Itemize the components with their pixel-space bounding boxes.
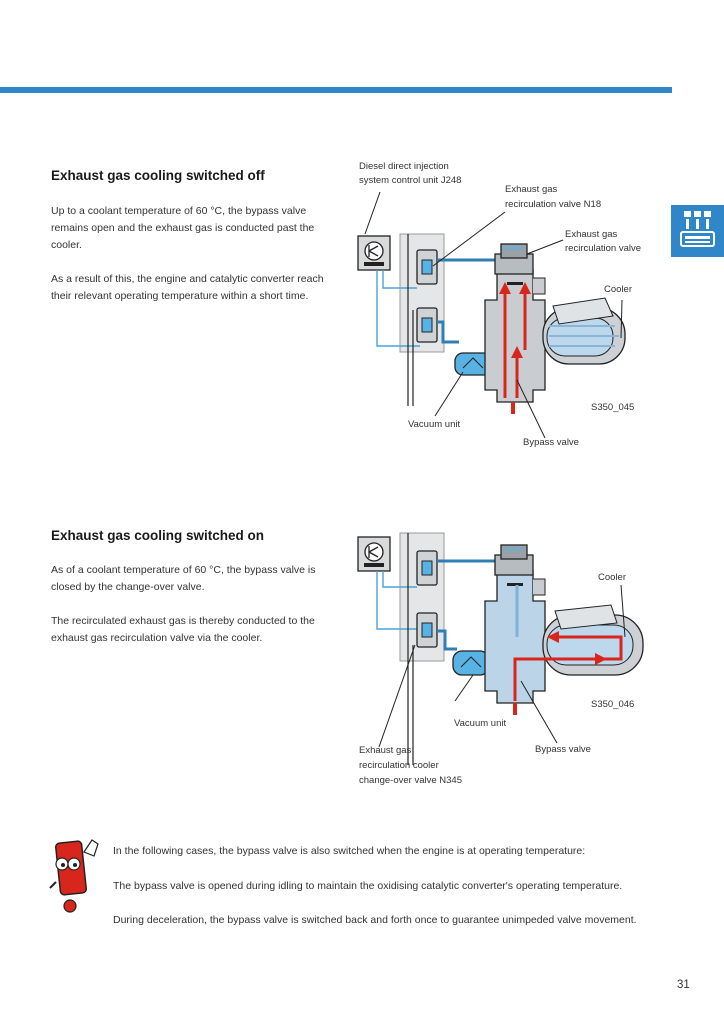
paragraph: Up to a coolant temperature of 60 °C, th… — [51, 205, 315, 251]
note-exclamation-icon — [49, 839, 99, 913]
label-cooler: Cooler — [598, 572, 626, 583]
label-bypass-valve: Bypass valve — [523, 437, 579, 448]
label-vacuum-unit: Vacuum unit — [454, 718, 507, 729]
egr-housing — [484, 544, 546, 704]
figure-code: S350_046 — [591, 699, 635, 710]
egr-housing — [484, 243, 546, 403]
egr-diagram-cooling-on — [357, 532, 644, 765]
label-changeover-valve-line1: Exhaust gas — [359, 745, 412, 756]
chapter-tab — [671, 205, 724, 257]
section-heading-cooling-on: Exhaust gas cooling switched on — [51, 528, 265, 543]
label-changeover-valve-line3: change-over valve N345 — [359, 775, 462, 786]
label-egr-valve-n18-line2: recirculation valve N18 — [505, 199, 602, 210]
control-unit-j248 — [357, 235, 391, 271]
note-item: The bypass valve is opened during idling… — [113, 880, 623, 892]
header-rule — [0, 87, 672, 93]
changeover-valve-n345 — [416, 307, 438, 343]
paragraph: As a result of this, the engine and cata… — [51, 273, 324, 302]
exhaust-flow-arrows — [513, 585, 623, 715]
engine-icon — [680, 211, 715, 247]
paragraph: As of a coolant temperature of 60 °C, th… — [51, 564, 316, 593]
label-cooler: Cooler — [604, 284, 632, 295]
paragraph: The recirculated exhaust gas is thereby … — [51, 615, 315, 644]
section-heading-cooling-off: Exhaust gas cooling switched off — [51, 168, 265, 183]
egr-diagram-cooling-off — [357, 191, 626, 439]
label-changeover-valve-line2: recirculation cooler — [359, 760, 439, 771]
control-unit-j248 — [357, 536, 391, 572]
egr-valve-n18 — [416, 550, 438, 586]
exhaust-flow-arrows — [499, 282, 531, 414]
label-control-unit-line1: Diesel direct injection — [359, 161, 449, 172]
label-control-unit-line2: system control unit J248 — [359, 175, 462, 186]
egr-valve-n18 — [416, 249, 438, 285]
note-intro: In the following cases, the bypass valve… — [113, 845, 586, 857]
label-vacuum-unit: Vacuum unit — [408, 419, 461, 430]
changeover-valve-n345 — [416, 612, 438, 648]
note-item: During deceleration, the bypass valve is… — [113, 914, 637, 926]
label-bypass-valve: Bypass valve — [535, 744, 591, 755]
label-egr-valve-line1: Exhaust gas — [565, 229, 618, 240]
figure-code: S350_045 — [591, 402, 635, 413]
page-number: 31 — [677, 979, 690, 991]
label-egr-valve-n18-line1: Exhaust gas — [505, 184, 558, 195]
label-egr-valve-line2: recirculation valve — [565, 243, 642, 254]
egr-cooler — [542, 297, 626, 365]
